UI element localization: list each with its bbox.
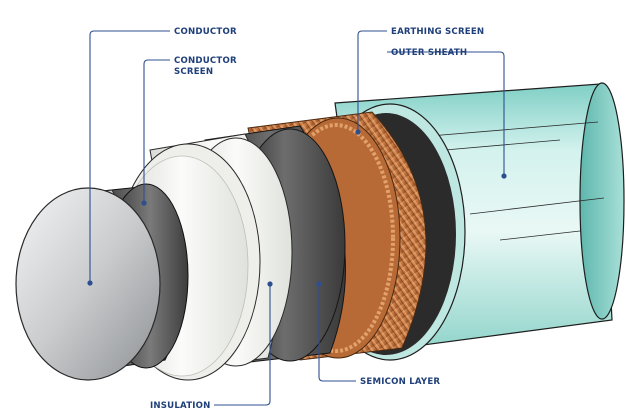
dot-earthing-screen (355, 129, 361, 135)
leader-insulation (214, 284, 271, 406)
leader-semicon-layer (318, 284, 356, 382)
label-outer-sheath: OUTER SHEATH (391, 48, 468, 58)
dot-insulation (267, 281, 273, 287)
label-earthing-screen: EARTHING SCREEN (391, 27, 485, 37)
leader-conductor (89, 30, 170, 283)
label-conductor-screen-line1: CONDUCTOR (174, 56, 237, 66)
label-conductor-screen: CONDUCTOR SCREEN (174, 56, 237, 78)
dot-semicon-layer (316, 281, 322, 287)
dot-conductor-screen (141, 200, 147, 206)
label-insulation: INSULATION (150, 401, 211, 411)
label-conductor: CONDUCTOR (174, 27, 237, 37)
label-conductor-screen-line2: SCREEN (174, 67, 214, 77)
leader-lines (89, 30, 505, 406)
label-semicon-layer: SEMICON LAYER (360, 377, 441, 387)
leader-earthing-screen (357, 30, 387, 132)
leader-dots (87, 129, 507, 287)
leader-outer-sheath (387, 51, 505, 176)
dot-conductor (87, 280, 93, 286)
leader-conductor-screen (143, 59, 170, 203)
dot-outer-sheath (501, 173, 507, 179)
